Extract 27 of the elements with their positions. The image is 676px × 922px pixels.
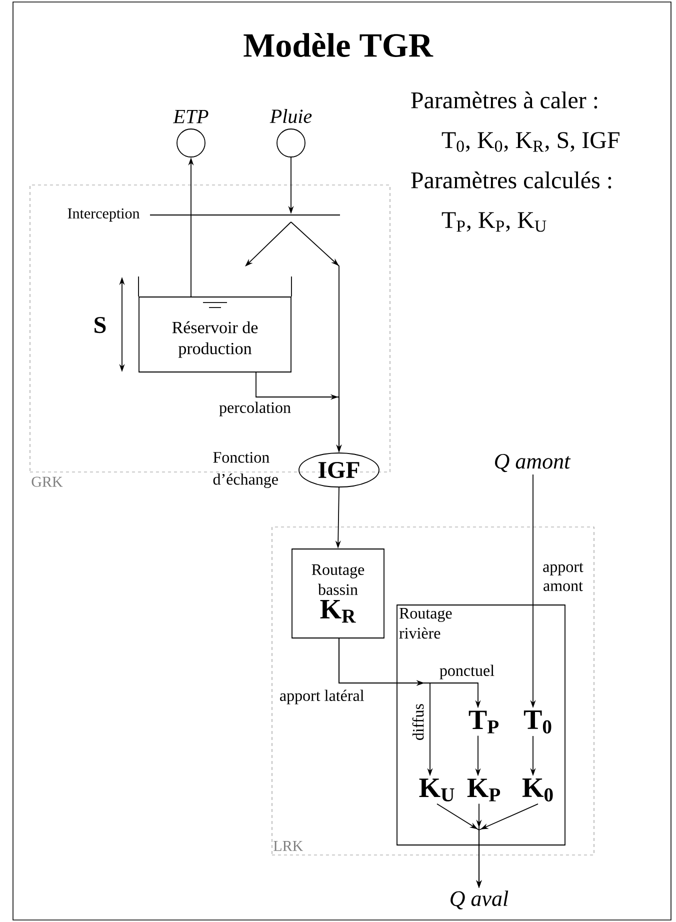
source-label: ETP (172, 110, 208, 124)
parameter-list: T$_{0}$, K$_{0}$, K$_{R}$, S, IGF (442, 132, 620, 152)
edge-label: apport amont (534, 562, 592, 592)
parameter-symbol: K$_{P}$ (467, 778, 500, 802)
parameter-symbol: T$_{P}$ (468, 710, 499, 734)
dimension-label: S (94, 316, 106, 334)
node-caption: Fonction d’échange (213, 452, 278, 488)
reservoir-box: Réservoir de production (138, 276, 292, 372)
source-label: Pluie (270, 109, 312, 124)
parameter-symbol: K$_{U}$ (419, 778, 454, 802)
parameter-symbol: T$_{0}$ (524, 710, 552, 734)
title: Modèle TGR (244, 33, 434, 57)
flow-label: Q aval (450, 890, 508, 910)
flow-label: Q amont (495, 454, 571, 472)
process-box: Routage bassin K$_{R}$ (292, 548, 384, 638)
parameter-symbol: K$_{0}$ (522, 778, 553, 802)
edge-label: percolation (218, 400, 292, 418)
group-label: LRK (274, 841, 303, 851)
flow-label: apport latéral (280, 690, 364, 704)
interception-label: Interception (68, 208, 140, 222)
edge-label: ponctuel (438, 664, 496, 680)
edge-label: diffus (411, 702, 425, 742)
parameter-heading: Paramètres calculés : (411, 172, 612, 189)
parameter-list: T$_{P}$, K$_{P}$, K$_{U}$ (442, 212, 546, 232)
ellipse-node: IGF (298, 452, 380, 488)
parameter-heading: Paramètres à caler : (411, 92, 598, 109)
group-label: GRK (32, 476, 63, 487)
